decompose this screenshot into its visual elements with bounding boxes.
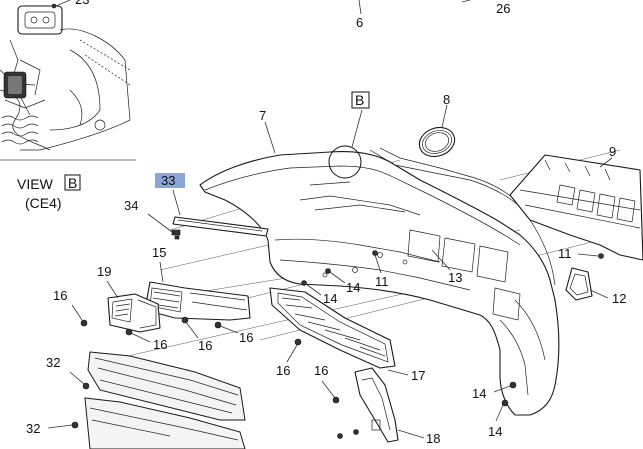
callout-14-b: 14 [323, 291, 337, 306]
callout-14-d: 14 [488, 424, 502, 439]
bracket-19 [107, 293, 161, 333]
callout-19: 19 [97, 264, 111, 279]
trim-strip-33 [172, 216, 269, 237]
callout-8: 8 [443, 92, 450, 107]
callout-12: 12 [612, 291, 626, 306]
callout-7: 7 [259, 108, 266, 123]
callout-16-b: 16 [153, 337, 167, 352]
callout-15: 15 [152, 245, 166, 260]
callout-9: 9 [609, 144, 616, 159]
inset-detail-view: 23 VIEW B (CE4) [0, 0, 136, 211]
view-title: VIEW [17, 176, 54, 192]
callout-16-a: 16 [53, 288, 67, 303]
callout-17: 17 [411, 368, 425, 383]
callout-16-f: 16 [314, 363, 328, 378]
callout-14-c: 14 [472, 386, 486, 401]
detail-circle-b [328, 145, 362, 179]
callout-32-a: 32 [46, 355, 60, 370]
energy-absorber-32 [84, 351, 246, 449]
callout-6: 6 [356, 15, 363, 30]
callout-16-e: 16 [276, 363, 290, 378]
inset-bracket [17, 5, 63, 35]
callout-11-a: 11 [375, 274, 389, 289]
fog-grille-15 [144, 281, 251, 321]
detail-b-box [351, 91, 370, 109]
upper-grille-9 [509, 154, 643, 261]
callout-33: 33 [161, 173, 175, 188]
callout-26: 26 [496, 1, 510, 16]
callout-33-highlight [155, 173, 185, 188]
callout-14-a: 14 [346, 280, 360, 295]
lower-grille-17 [269, 287, 396, 369]
lower-vent-openings [407, 229, 521, 321]
callout-b: B [355, 92, 364, 108]
view-letter-box [64, 174, 81, 191]
fog-lamp-bezel-8 [418, 126, 456, 158]
view-subtitle: (CE4) [25, 195, 62, 211]
callout-18: 18 [426, 431, 440, 446]
callout-23: 23 [75, 0, 89, 7]
callout-34: 34 [124, 198, 138, 213]
callout-11-b: 11 [558, 246, 572, 261]
lower-strip-18 [354, 367, 399, 443]
callout-13: 13 [448, 270, 462, 285]
callout-32-b: 32 [26, 421, 40, 436]
callout-16-d: 16 [239, 330, 253, 345]
view-letter: B [68, 175, 77, 191]
clip-34 [171, 229, 181, 240]
reflector-12 [565, 267, 593, 301]
callout-16-c: 16 [198, 338, 212, 353]
